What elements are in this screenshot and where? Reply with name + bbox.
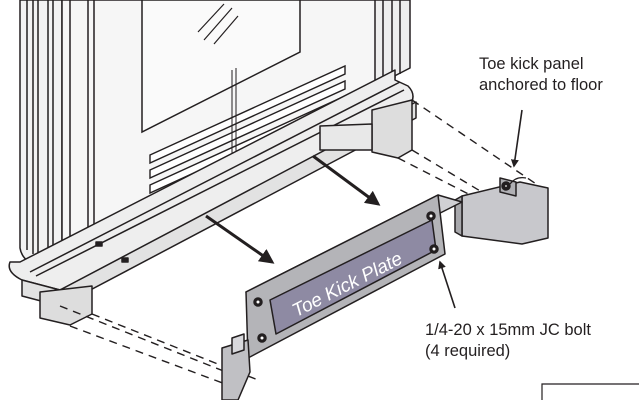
partial-frame xyxy=(541,383,639,400)
bolt-callout: 1/4-20 x 15mm JC bolt (4 required) xyxy=(425,320,591,362)
toe-kick-plate xyxy=(221,194,463,400)
bolt-leader-line xyxy=(438,260,456,309)
right-floor-bracket xyxy=(454,177,549,245)
installation-arrows xyxy=(205,154,381,264)
callout-text: (4 required) xyxy=(425,342,511,360)
cabinet-window xyxy=(141,0,301,134)
toe-kick-panel-callout: Toe kick panel anchored to floor xyxy=(479,54,603,96)
cabinet-base-rail xyxy=(8,69,417,326)
arrow-right-icon xyxy=(312,154,381,206)
callout-text: 1/4-20 x 15mm JC bolt xyxy=(425,321,591,339)
callout-text: anchored to floor xyxy=(479,76,603,94)
arrow-right-icon xyxy=(205,214,275,264)
callout-text: Toe kick panel xyxy=(479,55,584,73)
panel-leader-line xyxy=(510,109,523,168)
callout-leaders xyxy=(438,109,523,309)
